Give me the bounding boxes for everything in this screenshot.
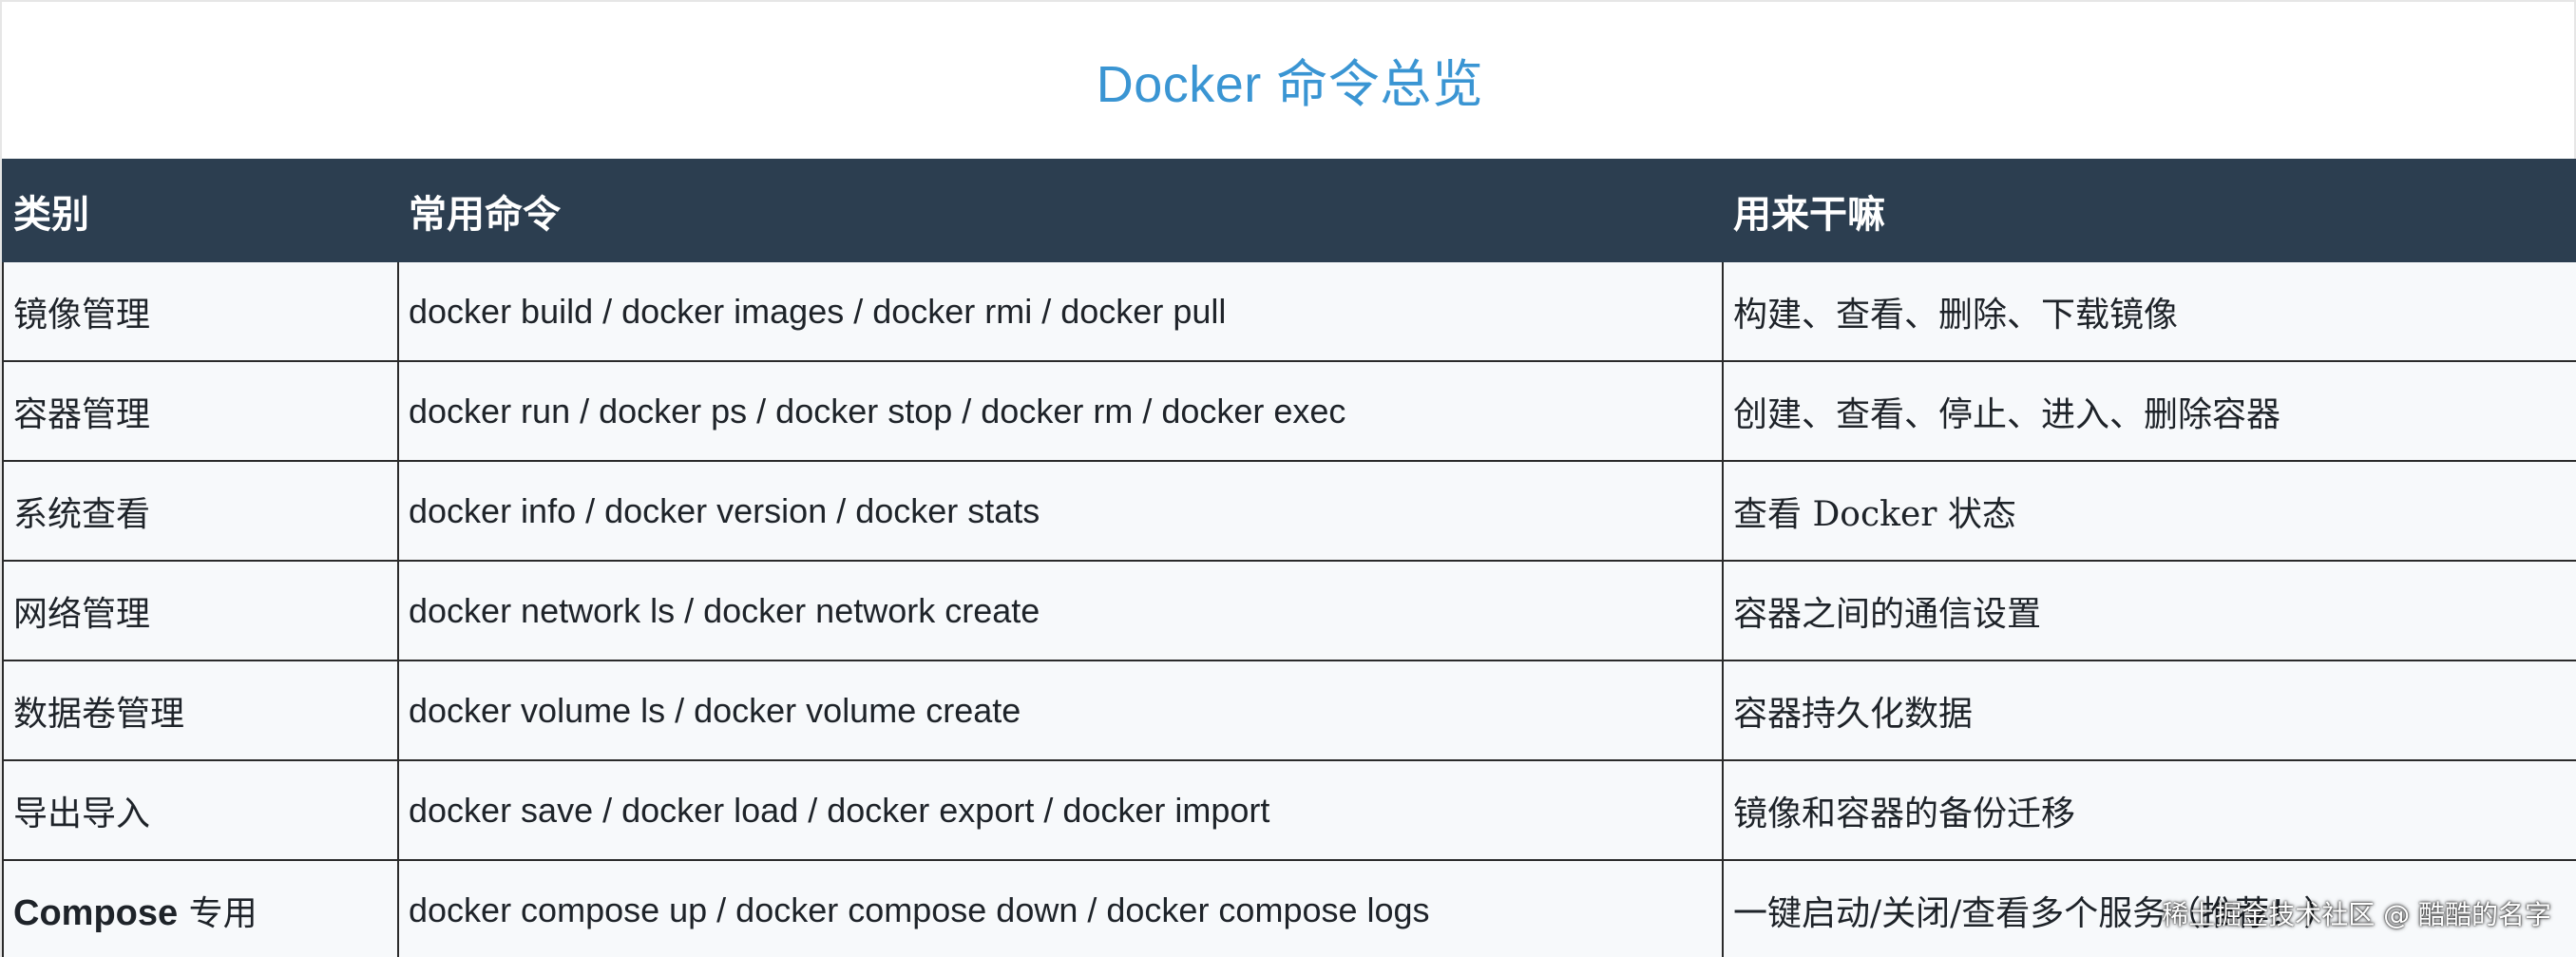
cell-category: 数据卷管理 [2, 660, 399, 761]
docker-command-table: 类别 常用命令 用来干嘛 镜像管理 docker build / docker … [2, 159, 2576, 957]
table-body: 镜像管理 docker build / docker images / dock… [2, 260, 2576, 957]
header-commands: 常用命令 [397, 159, 1724, 262]
category-zh: 专用 [178, 893, 258, 933]
cell-category: 镜像管理 [2, 260, 399, 362]
table-row: 导出导入 docker save / docker load / docker … [2, 759, 2576, 861]
table-row: 数据卷管理 docker volume ls / docker volume c… [2, 660, 2576, 761]
cell-purpose: 查看 Docker 状态 [1722, 460, 2576, 562]
cell-commands: docker info / docker version / docker st… [397, 460, 1724, 562]
cell-category: 网络管理 [2, 560, 399, 661]
cell-purpose: 创建、查看、停止、进入、删除容器 [1722, 360, 2576, 462]
table-row: 容器管理 docker run / docker ps / docker sto… [2, 360, 2576, 462]
header-purpose: 用来干嘛 [1722, 159, 2576, 262]
cell-category: 系统查看 [2, 460, 399, 562]
table-row: 网络管理 docker network ls / docker network … [2, 560, 2576, 661]
cell-commands: docker build / docker images / docker rm… [397, 260, 1724, 362]
cell-purpose: 容器之间的通信设置 [1722, 560, 2576, 661]
cell-category: 导出导入 [2, 759, 399, 861]
cell-category: Compose 专用 [2, 859, 399, 957]
header-row: 类别 常用命令 用来干嘛 [2, 159, 2576, 262]
cell-purpose: 一键启动/关闭/查看多个服务（推荐！） [1722, 859, 2576, 957]
table-row: 镜像管理 docker build / docker images / dock… [2, 260, 2576, 362]
cell-purpose: 容器持久化数据 [1722, 660, 2576, 761]
cell-commands: docker run / docker ps / docker stop / d… [397, 360, 1724, 462]
cell-category: 容器管理 [2, 360, 399, 462]
cell-purpose: 构建、查看、删除、下载镜像 [1722, 260, 2576, 362]
category-en: Compose [13, 892, 179, 933]
cell-commands: docker save / docker load / docker expor… [397, 759, 1724, 861]
cell-commands: docker compose up / docker compose down … [397, 859, 1724, 957]
table-header: 类别 常用命令 用来干嘛 [2, 159, 2576, 262]
cell-purpose: 镜像和容器的备份迁移 [1722, 759, 2576, 861]
cell-commands: docker volume ls / docker volume create [397, 660, 1724, 761]
page-title: Docker 命令总览 [1096, 55, 1484, 113]
header-category: 类别 [2, 159, 399, 262]
cell-commands: docker network ls / docker network creat… [397, 560, 1724, 661]
title-area: Docker 命令总览 [2, 2, 2576, 159]
table-row: Compose 专用 docker compose up / docker co… [2, 859, 2576, 957]
table-row: 系统查看 docker info / docker version / dock… [2, 460, 2576, 562]
